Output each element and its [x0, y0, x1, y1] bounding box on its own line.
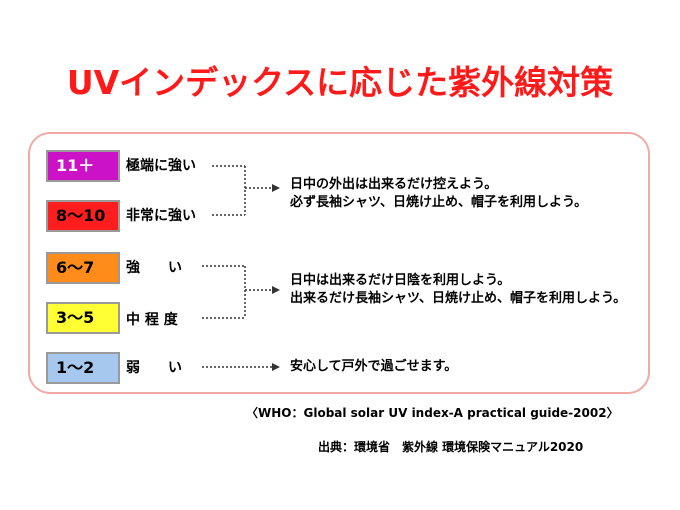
page-title: UVインデックスに応じた紫外線対策 [66, 63, 614, 102]
uv-level-very-high: 非常に強い [126, 208, 196, 224]
uv-badge-low: 1～2 [46, 352, 120, 384]
advice-line: 安心して戸外で過ごせます。 [290, 359, 458, 374]
advice-low: 安心して戸外で過ごせます。 [290, 358, 457, 376]
uv-level-extreme: 極端に強い [126, 158, 196, 174]
source-citation: 出典：環境省 紫外線 環境保険マニュアル2020 [318, 440, 584, 454]
advice-high-moderate: 日中は出来るだけ日陰を利用しよう。 出来るだけ長袖シャツ、日焼け止め、帽子を利用… [290, 272, 626, 308]
uv-badge-very-high: 8～10 [46, 200, 120, 232]
uv-badge-extreme: 11＋ [46, 150, 120, 182]
uv-badge-high: 6～7 [46, 252, 120, 284]
uv-level-moderate: 中 程 度 [126, 312, 178, 328]
advice-line: 日中の外出は出来るだけ控えよう。 [290, 177, 498, 192]
advice-line: 日中は出来るだけ日陰を利用しよう。 [290, 273, 511, 288]
advice-line: 出来るだけ長袖シャツ、日焼け止め、帽子を利用しよう。 [290, 291, 627, 306]
advice-extreme-very-high: 日中の外出は出来るだけ控えよう。 必ず長袖シャツ、日焼け止め、帽子を利用しよう。 [290, 176, 587, 212]
uv-badge-moderate: 3～5 [46, 302, 120, 334]
who-reference: 〈WHO：Global solar UV index-A practical g… [246, 406, 619, 420]
uv-index-panel [28, 132, 650, 394]
uv-level-low: 弱 い [126, 360, 182, 376]
advice-line: 必ず長袖シャツ、日焼け止め、帽子を利用しよう。 [290, 195, 588, 210]
uv-level-high: 強 い [126, 260, 182, 276]
